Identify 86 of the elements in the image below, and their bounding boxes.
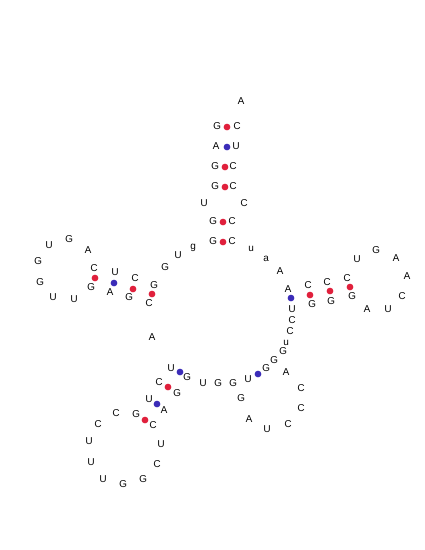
nucleotide-letter: U <box>99 475 107 485</box>
nucleotide-letter: U <box>167 364 175 374</box>
nucleotide-letter: C <box>398 292 406 302</box>
nucleotide-letter: A <box>160 406 168 416</box>
nucleotide-letter: G <box>87 283 95 293</box>
nucleotide-letter: U <box>70 295 78 305</box>
nucleotide-letter: U <box>111 268 119 278</box>
nucleotide-letter: U <box>85 437 93 447</box>
nucleotide-letter: U <box>353 255 361 265</box>
nucleotide-letter: u <box>248 244 254 254</box>
nucleotide-letter: C <box>343 274 351 284</box>
nucleotide-letter: G <box>132 410 140 420</box>
nucleotide-letter: C <box>297 404 305 414</box>
nucleotide-letter: C <box>284 420 292 430</box>
nucleotide-letter: A <box>364 305 370 315</box>
nucleotide-letter: G <box>348 292 356 302</box>
nucleotide-letter: U <box>244 375 252 385</box>
nucleotide-letter: U <box>157 440 165 450</box>
nucleotide-letter: C <box>229 162 237 172</box>
nucleotide-letter: G <box>237 394 245 404</box>
nucleotide-letter: G <box>372 246 380 256</box>
nucleotide-letter: U <box>49 293 57 303</box>
nucleotide-letter: A <box>84 246 92 256</box>
nucleotide-letter: G <box>36 278 44 288</box>
nucleotide-letter: C <box>304 281 312 291</box>
nucleotide-letter: C <box>228 217 236 227</box>
nucleotide-letter: C <box>153 460 161 470</box>
nucleotide-letter: A <box>282 368 290 378</box>
nucleotide-letter: A <box>392 254 400 264</box>
nucleotide-letter: C <box>149 421 157 431</box>
nucleotide-letter: C <box>90 264 98 274</box>
nucleotide-letter: a <box>263 254 269 264</box>
nucleotide-letter: U <box>87 458 95 468</box>
nucleotide-letter: C <box>112 409 120 419</box>
nucleotide-letter: C <box>286 327 294 337</box>
nucleotide-letter: A <box>276 267 284 277</box>
nucleotide-letter: C <box>297 384 305 394</box>
nucleotide-letter: G <box>308 300 316 310</box>
nucleotide-letter: G <box>209 237 217 247</box>
nucleotide-letter: A <box>106 288 114 298</box>
nucleotide-letter: U <box>384 305 392 315</box>
nucleotide-letter: C <box>288 316 296 326</box>
nucleotide-letter: U <box>263 425 271 435</box>
nucleotide-letter: G <box>211 182 219 192</box>
nucleotide-letter: A <box>404 272 410 282</box>
nucleotide-letter: G <box>119 480 127 490</box>
nucleotide-letter: A <box>212 142 220 152</box>
nucleotide-letter: C <box>228 237 236 247</box>
nucleotide-letter: U <box>232 142 240 152</box>
nucleotide-letter: C <box>229 182 237 192</box>
nucleotide-letter: G <box>161 263 169 273</box>
nucleotide-letter: G <box>279 347 287 357</box>
nucleotide-letter: C <box>323 278 331 288</box>
nucleotide-letter: G <box>183 373 191 383</box>
nucleotide-letter: G <box>214 379 222 389</box>
nucleotide-letter: G <box>173 389 181 399</box>
nucleotide-letter: G <box>209 217 217 227</box>
nucleotide-letter: U <box>199 379 207 389</box>
nucleotide-letter: A <box>246 415 252 425</box>
nucleotide-letter: A <box>148 333 156 343</box>
nucleotide-letter: C <box>240 199 248 209</box>
nucleotide-letter: U <box>200 199 208 209</box>
nucleotide-letter: U <box>174 251 182 261</box>
nucleotide-letter: G <box>262 364 270 374</box>
nucleotide-letter: C <box>94 420 102 430</box>
nucleotide-letter: G <box>139 475 147 485</box>
nucleotide-letter: G <box>34 257 42 267</box>
nucleotide-letter: A <box>238 97 244 107</box>
nucleotide-letter: G <box>125 293 133 303</box>
nucleotide-letter: g <box>190 242 196 252</box>
nucleotide-letter: G <box>211 162 219 172</box>
nucleotide-letter: C <box>131 274 139 284</box>
nucleotide-letter: u <box>283 338 289 348</box>
nucleotide-letter: G <box>270 356 278 366</box>
nucleotide-letter: G <box>65 235 73 245</box>
nucleotide-letter: C <box>145 299 153 309</box>
nucleotide-letter: C <box>155 378 163 388</box>
nucleotide-letter: C <box>233 122 241 132</box>
nucleotide-letter: G <box>229 379 237 389</box>
nucleotide-letter: G <box>150 281 158 291</box>
nucleotide-letter: A <box>284 285 292 295</box>
nucleotide-letter: U <box>288 305 296 315</box>
nucleotide-letter: U <box>45 241 53 251</box>
nucleotide-letter: U <box>145 395 153 405</box>
nucleotide-letter: G <box>327 297 335 307</box>
nucleotide-letter: G <box>213 122 221 132</box>
